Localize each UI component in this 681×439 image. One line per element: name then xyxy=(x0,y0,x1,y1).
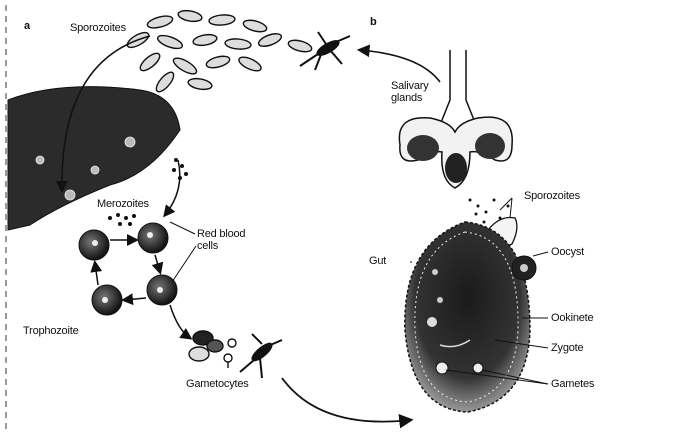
liver-shape xyxy=(8,87,180,230)
label-sporozoites-a: Sporozoites xyxy=(70,22,126,34)
label-gut: Gut xyxy=(369,255,386,267)
merozoite-dots xyxy=(108,213,136,226)
label-sporozoites-b: Sporozoites xyxy=(524,190,580,202)
arrow-to-gut xyxy=(282,378,410,422)
label-salivary-glands: Salivary glands xyxy=(391,80,429,104)
sporozoite-cluster xyxy=(125,9,313,94)
label-gametes: Gametes xyxy=(551,378,594,390)
rbc-label-leader-2 xyxy=(172,246,196,282)
panel-a-label: a xyxy=(24,20,30,32)
rbc-cycle xyxy=(79,223,177,315)
arrow-rbc-down xyxy=(155,255,160,272)
label-red-blood-cells: Red blood cells xyxy=(197,228,245,252)
rbc-label-leader xyxy=(170,222,195,234)
arrow-rbc-left xyxy=(124,298,146,300)
label-ookinete: Ookinete xyxy=(551,312,593,324)
arrow-liver-to-rbc xyxy=(165,160,180,215)
label-trophozoite: Trophozoite xyxy=(23,325,78,337)
arrow-to-gametocytes xyxy=(170,305,190,338)
label-gametocytes: Gametocytes xyxy=(186,378,249,390)
arrow-salivary-to-mosquito xyxy=(360,50,440,82)
label-merozoites: Merozoites xyxy=(97,198,149,210)
salivary-gland-shape xyxy=(399,50,512,188)
panel-b-label: b xyxy=(370,16,377,28)
label-oocyst: Oocyst xyxy=(551,246,584,258)
mosquito-bottom-icon xyxy=(240,334,282,378)
mosquito-gut xyxy=(405,222,530,412)
arrow-troph-up xyxy=(95,263,98,285)
gametocyte-cells xyxy=(189,331,236,368)
label-zygote: Zygote xyxy=(551,342,583,354)
